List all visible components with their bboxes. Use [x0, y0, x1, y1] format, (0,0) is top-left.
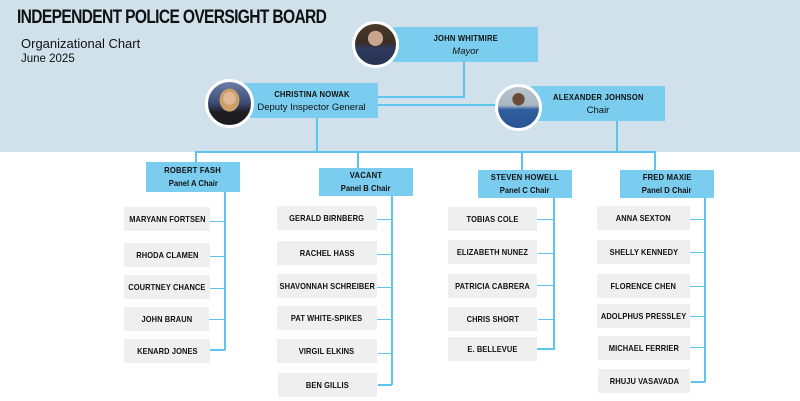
connector-panels-horizontal	[195, 151, 656, 153]
panel-a-member: KENARD JONES	[124, 339, 210, 363]
panel-d-tick	[690, 219, 705, 220]
connector-chair-down	[616, 121, 618, 152]
panel-b-member: BEN GILLIS	[278, 373, 377, 397]
panel-b-tick	[377, 219, 392, 220]
chair-role: Chair	[586, 104, 610, 116]
panel-c-tick	[538, 319, 554, 320]
connector-panel-c-drop	[521, 151, 523, 170]
connector-mayor-down	[463, 62, 465, 98]
panel-c-tick	[537, 219, 554, 220]
panel-b-chair-box: VACANT Panel B Chair	[319, 168, 413, 196]
panel-a-chair-role: Panel A Chair	[168, 178, 218, 188]
panel-d-member: SHELLY KENNEDY	[597, 240, 690, 264]
panel-b-tick	[378, 353, 392, 354]
panel-c-member: CHRIS SHORT	[448, 307, 537, 331]
panel-b-chair-role: Panel B Chair	[341, 183, 391, 193]
chart-subtitle: Organizational Chart	[21, 36, 141, 51]
panel-d-member: ANNA SEXTON	[597, 206, 690, 230]
chart-date: June 2025	[21, 53, 75, 65]
chair-box: ALEXANDER JOHNSON Chair	[531, 86, 665, 121]
panel-c-member: E. BELLEVUE	[448, 337, 537, 361]
connector-panel-a-drop	[195, 151, 197, 162]
panel-a-member: RHODA CLAMEN	[124, 243, 210, 267]
connector-panel-d-drop	[654, 151, 656, 170]
panel-b-member: VIRGIL ELKINS	[277, 339, 377, 363]
mayor-role: Mayor	[452, 45, 479, 57]
panel-d-tick	[690, 347, 705, 348]
panel-c-member: TOBIAS COLE	[448, 207, 537, 231]
org-title: INDEPENDENT POLICE OVERSIGHT BOARD	[17, 7, 327, 28]
deputy-role: Deputy Inspector General	[257, 101, 366, 113]
panel-c-tick	[538, 253, 554, 254]
panel-a-spine	[224, 192, 226, 350]
panel-d-tick	[690, 286, 705, 287]
panel-d-chair-box: FRED MAXIE Panel D Chair	[620, 170, 714, 198]
panel-c-member: ELIZABETH NUNEZ	[448, 240, 537, 264]
panel-d-chair-name: FRED MAXIE	[642, 172, 692, 182]
panel-d-member: RHUJU VASAVADA	[598, 369, 690, 393]
panel-a-tick	[209, 319, 225, 320]
panel-d-spine	[704, 198, 706, 382]
panel-c-chair-role: Panel C Chair	[500, 185, 550, 195]
panel-b-member: SHAVONNAH SCHREIBER	[277, 274, 377, 298]
panel-a-tick	[210, 221, 225, 222]
chair-avatar	[495, 84, 542, 131]
panel-b-spine	[391, 196, 393, 385]
panel-a-tick	[210, 256, 225, 257]
panel-a-chair-box: ROBERT FASH Panel A Chair	[146, 162, 240, 192]
panel-c-chair-box: STEVEN HOWELL Panel C Chair	[478, 170, 572, 198]
panel-a-member: MARYANN FORTSEN	[124, 207, 210, 231]
panel-d-member: FLORENCE CHEN	[597, 274, 690, 298]
panel-a-tick	[210, 349, 225, 351]
panel-d-member: MICHAEL FERRIER	[598, 336, 690, 360]
panel-b-chair-name: VACANT	[349, 170, 383, 180]
deputy-avatar	[205, 79, 254, 128]
mayor-avatar	[352, 21, 399, 68]
panel-d-member: ADOLPHUS PRESSLEY	[597, 304, 690, 328]
panel-d-tick	[691, 381, 705, 383]
panel-c-tick	[537, 348, 554, 350]
panel-b-tick	[377, 319, 392, 320]
chair-name: ALEXANDER JOHNSON	[552, 91, 644, 102]
panel-b-member: PAT WHITE-SPIKES	[277, 306, 377, 330]
panel-d-chair-role: Panel D Chair	[642, 185, 692, 195]
connector-deputy-down	[316, 118, 318, 152]
panel-b-tick	[378, 384, 392, 386]
panel-c-spine	[553, 198, 555, 350]
panel-b-tick	[377, 254, 392, 255]
panel-d-tick	[690, 316, 705, 317]
panel-a-chair-name: ROBERT FASH	[164, 165, 222, 175]
panel-b-tick	[377, 287, 392, 288]
connector-mayor-deputy	[378, 96, 465, 98]
panel-c-member: PATRICIA CABRERA	[448, 274, 537, 298]
mayor-box: JOHN WHITMIRE Mayor	[393, 27, 538, 62]
panel-a-tick	[210, 288, 225, 289]
header-band	[0, 0, 800, 152]
panel-d-tick	[690, 252, 705, 253]
deputy-name: CHRISTINA NOWAK	[273, 88, 350, 99]
panel-c-tick	[537, 285, 554, 286]
panel-c-chair-name: STEVEN HOWELL	[490, 172, 560, 182]
mayor-name: JOHN WHITMIRE	[433, 32, 498, 43]
panel-b-member: GERALD BIRNBERG	[277, 206, 377, 230]
deputy-box: CHRISTINA NOWAK Deputy Inspector General	[233, 83, 378, 118]
connector-deputy-chair	[378, 104, 498, 106]
panel-a-member: JOHN BRAUN	[124, 307, 209, 331]
panel-a-member: COURTNEY CHANCE	[124, 275, 210, 299]
connector-panel-b-drop	[357, 151, 359, 168]
panel-b-member: RACHEL HASS	[277, 241, 377, 265]
